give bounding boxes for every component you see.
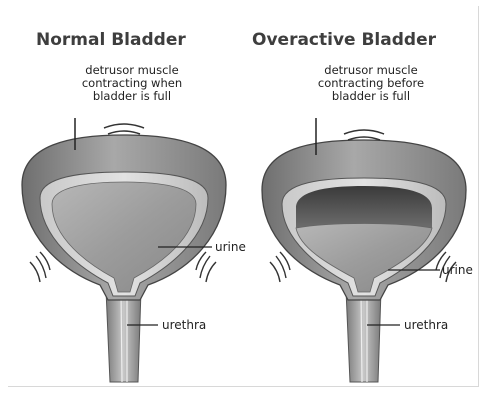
normal-urine — [52, 182, 196, 292]
normal-urine-label: urine — [215, 240, 246, 254]
overactive-urethra-label: urethra — [404, 318, 448, 332]
normal-bladder — [22, 118, 226, 382]
normal-urethra-label: urethra — [162, 318, 206, 332]
overactive-bladder — [262, 118, 466, 382]
overactive-urethra-tube — [346, 290, 381, 382]
overactive-empty-cavity — [296, 186, 432, 228]
overactive-urine-label: urine — [442, 263, 473, 277]
normal-urethra-tube — [106, 290, 141, 382]
